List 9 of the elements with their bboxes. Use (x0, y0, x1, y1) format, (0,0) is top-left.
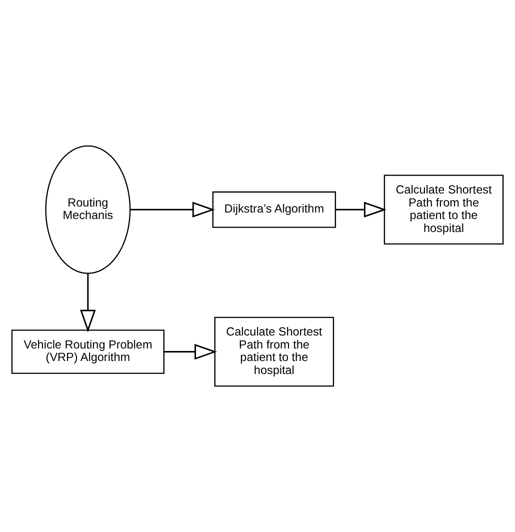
node-box: Vehicle Routing Problem (VRP) Algorithm (11, 330, 164, 374)
node-box: Calculate Shortest Path from the patient to the hospital (384, 174, 504, 245)
arrow (130, 202, 215, 218)
node-box: Dijkstra’s Algorithm (212, 191, 336, 228)
arrow (164, 344, 218, 360)
node-ellipse: Routing Mechanis (45, 145, 131, 274)
arrow (80, 274, 96, 332)
node-box: Calculate Shortest Path from the patient to the hospital (214, 316, 334, 387)
arrow (336, 202, 387, 218)
